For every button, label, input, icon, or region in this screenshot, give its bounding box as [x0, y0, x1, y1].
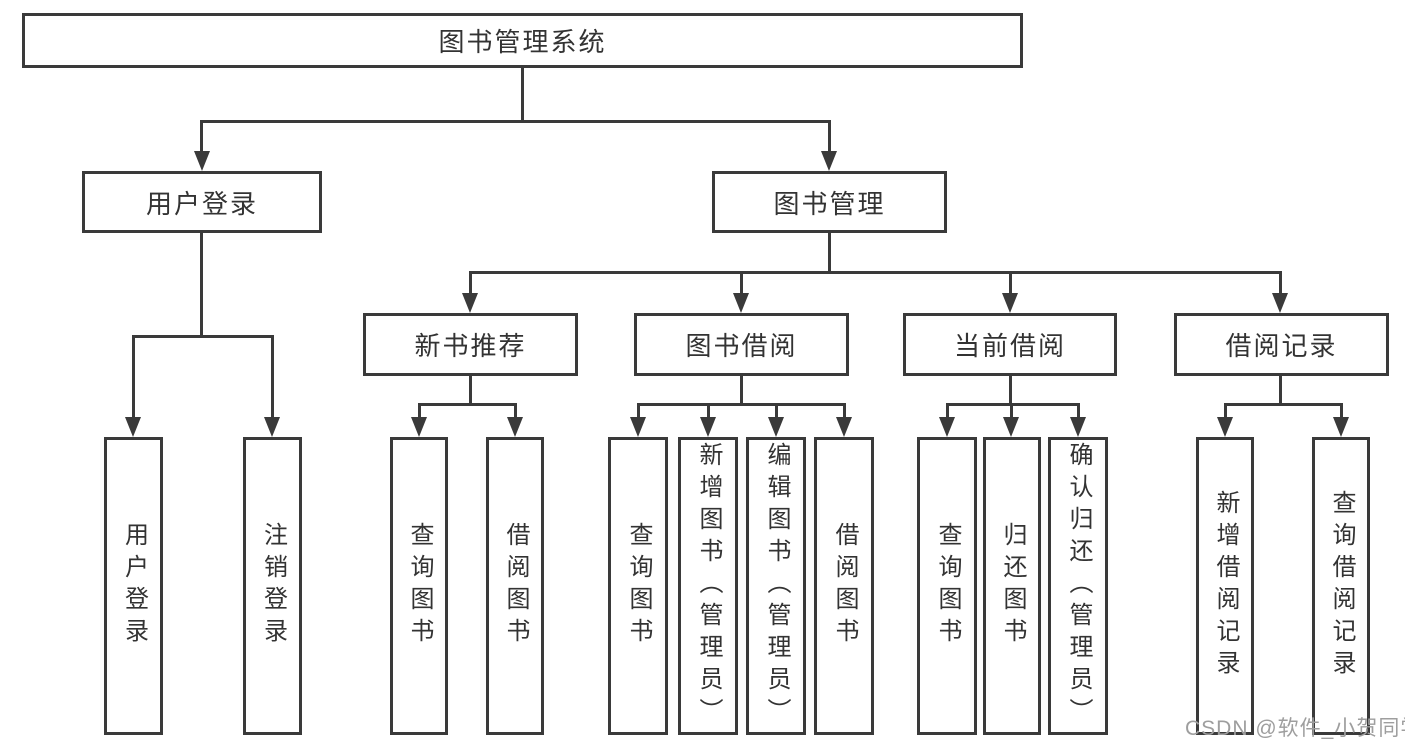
arrowhead-down-icon — [700, 417, 716, 437]
arrowhead-down-icon — [1070, 417, 1086, 437]
connector-line — [1279, 271, 1282, 295]
node-borrow-record: 借阅记录 — [1174, 313, 1389, 376]
connector-line — [514, 403, 517, 419]
arrowhead-down-icon — [1272, 293, 1288, 313]
connector-line — [946, 403, 949, 419]
leaf-confirm-return-admin: 确认归还（管理员） — [1048, 437, 1108, 735]
arrowhead-down-icon — [768, 417, 784, 437]
node-user-login: 用户登录 — [82, 171, 322, 233]
leaf-logout-login: 注销登录 — [243, 437, 302, 735]
leaf-user-login: 用户登录 — [104, 437, 163, 735]
node-new-book-recommend: 新书推荐 — [363, 313, 578, 376]
connector-line — [843, 403, 846, 419]
leaf-add-book-admin: 新增图书（管理员） — [678, 437, 738, 735]
connector-line — [132, 335, 274, 338]
node-book-management: 图书管理 — [712, 171, 947, 233]
connector-line — [828, 233, 831, 271]
connector-line — [200, 120, 203, 153]
arrowhead-down-icon — [411, 417, 427, 437]
connector-line — [1340, 403, 1343, 419]
leaf-borrow-books: 借阅图书 — [814, 437, 874, 735]
node-library-system: 图书管理系统 — [22, 13, 1023, 68]
connector-line — [200, 120, 831, 123]
connector-line — [775, 403, 778, 419]
node-book-borrow: 图书借阅 — [634, 313, 849, 376]
arrowhead-down-icon — [939, 417, 955, 437]
leaf-query-books-current: 查询图书 — [917, 437, 977, 735]
leaf-query-books-borrow: 查询图书 — [608, 437, 668, 735]
node-current-borrow: 当前借阅 — [903, 313, 1117, 376]
arrowhead-down-icon — [507, 417, 523, 437]
connector-line — [637, 403, 640, 419]
arrowhead-down-icon — [733, 293, 749, 313]
arrowhead-down-icon — [1217, 417, 1233, 437]
connector-line — [1077, 403, 1080, 419]
connector-line — [946, 403, 1080, 406]
connector-line — [1279, 376, 1282, 403]
connector-line — [740, 376, 743, 403]
connector-line — [828, 120, 831, 153]
leaf-query-borrow-record: 查询借阅记录 — [1312, 437, 1370, 735]
connector-line — [637, 403, 846, 406]
arrowhead-down-icon — [1333, 417, 1349, 437]
arrowhead-down-icon — [125, 417, 141, 437]
leaf-edit-book-admin: 编辑图书（管理员） — [746, 437, 806, 735]
connector-line — [469, 271, 472, 295]
connector-line — [1224, 403, 1343, 406]
arrowhead-down-icon — [821, 151, 837, 171]
leaf-borrow-books-recommend: 借阅图书 — [486, 437, 544, 735]
watermark: CSDN @软件_小贺同学 — [1185, 717, 1405, 740]
connector-line — [271, 335, 274, 419]
arrowhead-down-icon — [1002, 293, 1018, 313]
arrowhead-down-icon — [264, 417, 280, 437]
connector-line — [1224, 403, 1227, 419]
connector-line — [200, 233, 203, 335]
connector-line — [1010, 403, 1013, 419]
leaf-add-borrow-record: 新增借阅记录 — [1196, 437, 1254, 735]
connector-line — [1009, 271, 1012, 295]
arrowhead-down-icon — [836, 417, 852, 437]
connector-line — [707, 403, 710, 419]
connector-line — [469, 376, 472, 403]
connector-line — [418, 403, 421, 419]
connector-line — [469, 271, 1282, 274]
leaf-query-books-recommend: 查询图书 — [390, 437, 448, 735]
connector-line — [132, 335, 135, 419]
arrowhead-down-icon — [194, 151, 210, 171]
arrowhead-down-icon — [1003, 417, 1019, 437]
arrowhead-down-icon — [630, 417, 646, 437]
connector-line — [521, 68, 524, 120]
connector-line — [740, 271, 743, 295]
connector-line — [1009, 376, 1012, 403]
arrowhead-down-icon — [462, 293, 478, 313]
connector-line — [418, 403, 517, 406]
leaf-return-book: 归还图书 — [983, 437, 1041, 735]
